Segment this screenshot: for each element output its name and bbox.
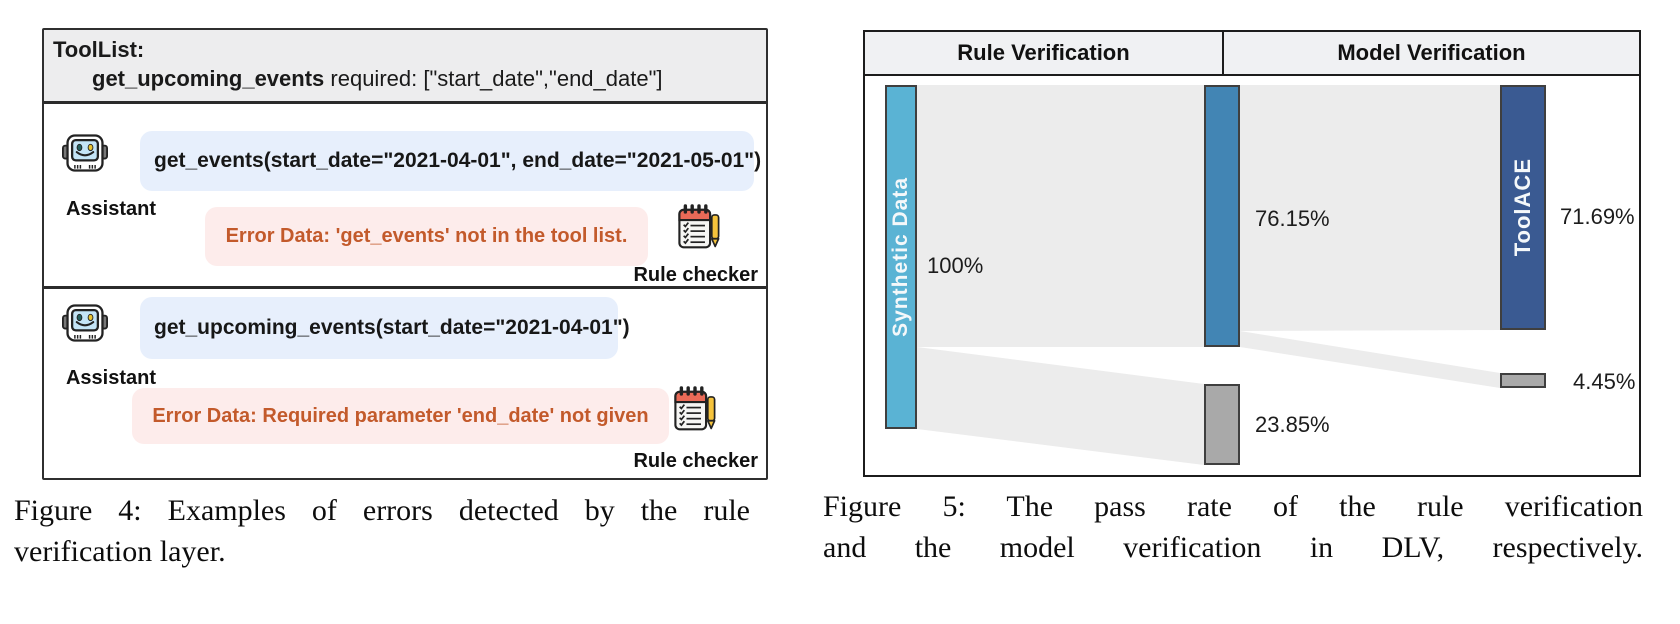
column-header-rule-verification: Rule Verification bbox=[865, 32, 1224, 74]
assistant-robot-icon bbox=[62, 300, 108, 346]
tool-call-text: get_upcoming_events(start_date="2021-04-… bbox=[154, 316, 630, 339]
rule-checker-notepad-icon bbox=[672, 382, 718, 434]
value-label-synthetic: 100% bbox=[927, 253, 984, 278]
value-label-rule-pass: 76.15% bbox=[1255, 206, 1330, 231]
caption-line: verification layer. bbox=[14, 535, 226, 568]
node-toolace: ToolACE bbox=[1500, 85, 1546, 330]
sankey-flows bbox=[917, 85, 1500, 465]
flow-rule-pass-to-model-fail bbox=[1240, 331, 1500, 388]
node-synthetic-data: Synthetic Data bbox=[885, 85, 917, 429]
error-bubble: Error Data: 'get_events' not in the tool… bbox=[205, 207, 648, 266]
node-label: Synthetic Data bbox=[889, 177, 912, 337]
rule-checker-notepad-icon bbox=[676, 200, 722, 252]
figure4-diagram: ToolList: get_upcoming_events required: … bbox=[42, 28, 768, 480]
caption-line: Figure 4: Examples of errors detected by… bbox=[14, 494, 750, 527]
node-rule-pass bbox=[1204, 85, 1240, 347]
value-label-rule-fail: 23.85% bbox=[1255, 412, 1330, 437]
flow-rule-pass-to-toolace bbox=[1240, 85, 1500, 331]
node-label: ToolACE bbox=[1510, 158, 1535, 257]
figure5-sankey-chart: Rule Verification Model Verification Syn… bbox=[863, 30, 1641, 477]
toollist-header: ToolList: get_upcoming_events required: … bbox=[44, 30, 766, 104]
value-label-toolace: 71.69% bbox=[1560, 204, 1635, 229]
error-text: Error Data: 'get_events' not in the tool… bbox=[225, 225, 628, 247]
error-text: Error Data: Required parameter 'end_date… bbox=[152, 404, 649, 427]
figure4-caption: Figure 4: Examples of errors detected by… bbox=[14, 490, 750, 572]
assistant-robot-icon bbox=[62, 130, 108, 176]
sankey-column-header: Rule Verification Model Verification bbox=[865, 32, 1639, 76]
figure5-caption: Figure 5: The pass rate of the rule veri… bbox=[823, 486, 1643, 568]
tool-name: get_upcoming_events bbox=[92, 66, 325, 91]
flow-synthetic-to-rule-pass bbox=[917, 85, 1204, 347]
assistant-label: Assistant bbox=[65, 367, 157, 389]
section-divider bbox=[44, 286, 766, 289]
toollist-title: ToolList: bbox=[53, 37, 145, 62]
caption-line: and the model verification in DLV, respe… bbox=[823, 531, 1643, 564]
rule-checker-label: Rule checker bbox=[633, 264, 758, 286]
tool-required-params: required: ["start_date","end_date"] bbox=[324, 66, 663, 91]
assistant-label: Assistant bbox=[65, 198, 157, 220]
toollist-entry: get_upcoming_events required: ["start_da… bbox=[92, 66, 663, 92]
flow-synthetic-to-rule-fail bbox=[917, 347, 1204, 465]
rule-checker-label: Rule checker bbox=[633, 450, 758, 472]
tool-call-bubble: get_events(start_date="2021-04-01", end_… bbox=[140, 131, 761, 191]
error-bubble: Error Data: Required parameter 'end_date… bbox=[132, 388, 669, 444]
node-rule-fail bbox=[1204, 384, 1240, 465]
value-label-model-fail: 4.45% bbox=[1573, 369, 1636, 394]
tool-call-text: get_events(start_date="2021-04-01", end_… bbox=[154, 149, 762, 172]
node-model-fail bbox=[1500, 373, 1546, 388]
caption-line: Figure 5: The pass rate of the rule veri… bbox=[823, 490, 1643, 523]
column-header-model-verification: Model Verification bbox=[1337, 40, 1526, 65]
tool-call-bubble: get_upcoming_events(start_date="2021-04-… bbox=[140, 297, 630, 359]
